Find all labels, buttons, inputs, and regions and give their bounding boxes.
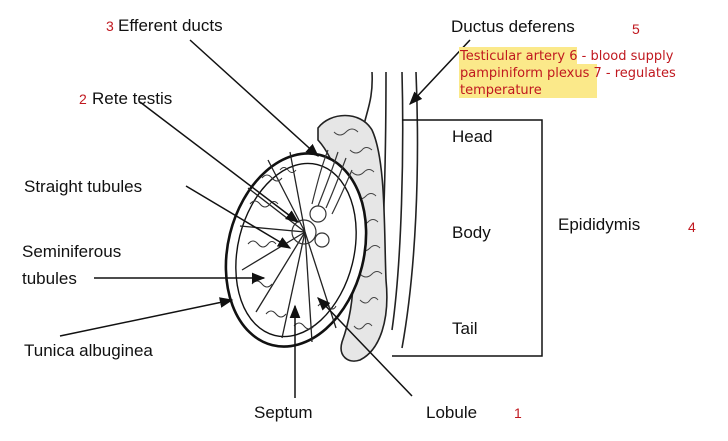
- label-septum: Septum: [254, 403, 313, 422]
- label-epididymis: Epididymis: [558, 215, 641, 234]
- note-artery-rest: 6 - blood supply: [565, 49, 674, 64]
- number-rete-testis: 2: [79, 91, 87, 107]
- septa: [239, 151, 337, 343]
- label-head: Head: [452, 127, 493, 146]
- rete-cluster: [291, 149, 353, 248]
- label-straight-tubules: Straight tubules: [24, 177, 143, 196]
- note-artery-term: Testicular artery: [460, 49, 566, 64]
- number-efferent-ducts: 3: [106, 18, 114, 34]
- label-ductus-deferens: Ductus deferens: [451, 17, 575, 36]
- note-line-2: pampiniform plexus 7 - regulates: [460, 67, 676, 80]
- label-tail: Tail: [452, 319, 478, 338]
- epididymis-bracket: [392, 119, 543, 357]
- note-line-1: Testicular artery 6 - blood supply: [460, 50, 673, 63]
- label-body: Body: [452, 223, 491, 242]
- label-tunica-albuginea: Tunica albuginea: [24, 341, 153, 360]
- label-rete-testis: Rete testis: [92, 89, 173, 108]
- label-seminiferous-line2: tubules: [22, 269, 77, 288]
- label-lobule: Lobule: [426, 403, 478, 422]
- testis: [224, 152, 368, 348]
- leader-lines: [59, 39, 471, 398]
- number-lobule: 1: [514, 405, 522, 421]
- number-epididymis: 4: [688, 219, 696, 235]
- number-ductus-deferens: 5: [632, 21, 640, 37]
- highlight-plexus: [459, 64, 597, 81]
- label-seminiferous-line1: Seminiferous: [22, 242, 122, 261]
- note-line-3: temperature: [460, 83, 542, 98]
- note-plexus-rest: 7 - regulates: [589, 66, 676, 81]
- highlight-artery: [459, 47, 577, 64]
- label-efferent-ducts: Efferent ducts: [118, 16, 223, 35]
- highlight-temperature: [459, 81, 597, 98]
- note-plexus-term: pampiniform plexus: [460, 66, 590, 81]
